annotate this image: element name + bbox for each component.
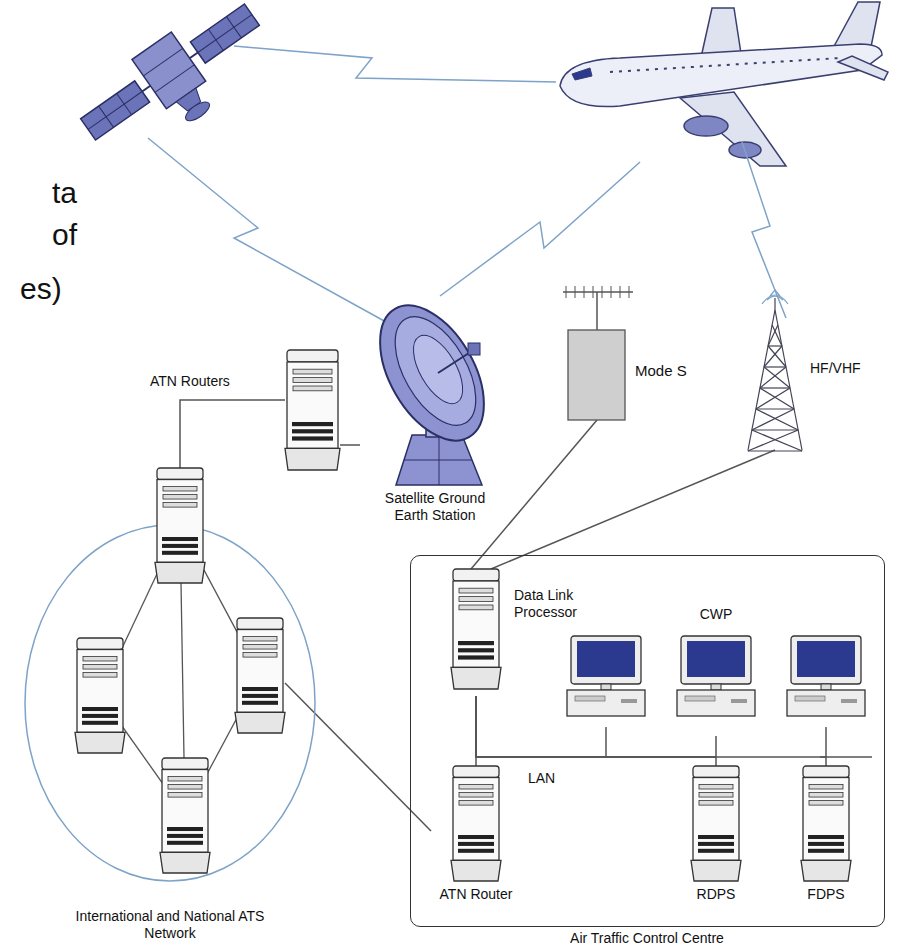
ats-network: [25, 468, 315, 881]
workstation-icon: [567, 636, 645, 716]
server-icon: [160, 758, 210, 873]
server-icon: [691, 766, 741, 881]
node-label: FDPS: [796, 886, 856, 903]
server-icon: [155, 468, 205, 583]
radio-link: [148, 46, 786, 322]
dish-icon: [359, 288, 506, 485]
server-icon: [235, 618, 285, 733]
node-label: HF/VHF: [810, 360, 872, 377]
workstation-icon: [677, 636, 755, 716]
fdps-server: FDPS: [796, 766, 856, 906]
aircraft: [560, 2, 888, 166]
node-icon: [431, 766, 521, 906]
node-label: Data Link Processor: [514, 587, 624, 621]
cropped-text: es): [20, 272, 62, 306]
network-link: [180, 400, 285, 468]
node-label: ATN Routers: [150, 373, 275, 390]
server-icon: [451, 569, 501, 689]
node-icon: [20, 468, 320, 945]
network-label: LAN: [528, 770, 555, 786]
node-label: Air Traffic Control Centre: [411, 930, 883, 947]
node-label: CWP: [666, 606, 766, 623]
server-icon: [801, 766, 851, 881]
node-label: ATN Router: [431, 886, 521, 903]
node-label: Satellite Ground Earth Station: [370, 490, 500, 524]
server-icon: [285, 350, 340, 470]
mode-s-antenna: [563, 286, 633, 420]
network-link: [340, 444, 360, 446]
satellite: [70, 0, 283, 174]
mode-s-station: Mode S: [555, 280, 695, 425]
network-link: [476, 696, 826, 766]
node-label: RDPS: [686, 886, 746, 903]
node-icon: [796, 766, 856, 906]
server-icon: [451, 766, 501, 881]
node-icon: [555, 280, 695, 425]
server-icon: [75, 638, 125, 753]
node-label: Mode S: [635, 362, 695, 380]
atn-router: ATN Router: [431, 766, 521, 906]
controller-working-positions: CWP: [561, 601, 871, 736]
rdps-server: RDPS: [686, 766, 746, 906]
control-centre-box: Air Traffic Control CentreData Link Proc…: [410, 555, 885, 927]
atn-routers: ATN Routers: [145, 345, 345, 475]
network-link: [491, 450, 775, 569]
hf-vhf-tower: [748, 290, 802, 451]
network-cloud: International and National ATS Network: [20, 468, 320, 945]
lan-bus: [606, 727, 872, 757]
cropped-text: of: [52, 218, 77, 252]
node-label: International and National ATS Network: [70, 908, 270, 942]
node-icon: [145, 345, 345, 475]
satellite-ground-station: Satellite Ground Earth Station: [360, 285, 510, 535]
hf-vhf-station: HF/VHF: [740, 290, 870, 455]
node-icon: [686, 766, 746, 906]
cropped-text: ta: [52, 176, 77, 210]
workstation-icon: [787, 636, 865, 716]
network-link: [471, 420, 597, 569]
